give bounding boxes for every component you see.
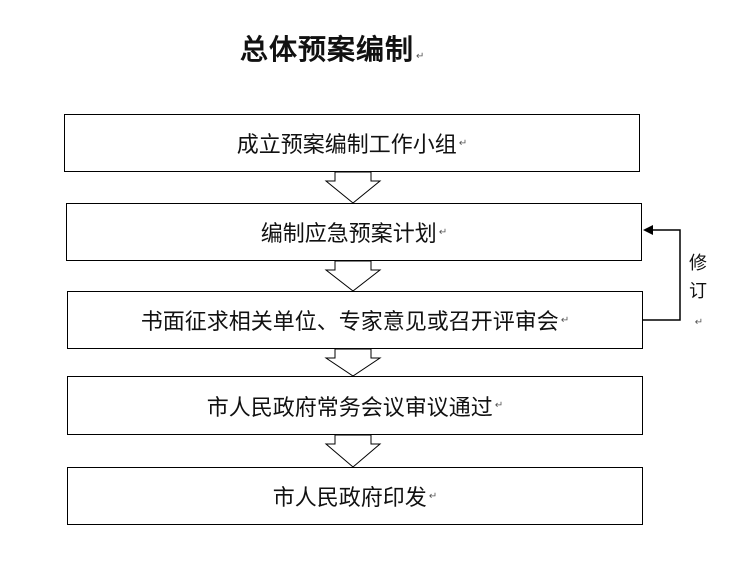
- step-box-5: 市人民政府印发↵: [67, 467, 643, 525]
- revision-label: 修 订↵: [686, 250, 710, 337]
- step-box-3: 书面征求相关单位、专家意见或召开评审会↵: [67, 291, 643, 349]
- diagram-title: 总体预案编制↵: [240, 28, 425, 68]
- revision-char-2: 订↵: [689, 281, 707, 328]
- paragraph-mark-icon: ↵: [416, 51, 426, 62]
- down-arrow-icon: [324, 348, 382, 377]
- step-box-2: 编制应急预案计划↵: [66, 203, 642, 261]
- step-label-5: 市人民政府印发: [272, 486, 427, 511]
- down-arrow-icon: [324, 260, 382, 292]
- step-box-4: 市人民政府常务会议审议通过↵: [67, 376, 643, 435]
- revision-loop-line: [643, 229, 681, 321]
- down-arrow-icon: [324, 434, 382, 468]
- step-label-2: 编制应急预案计划: [260, 222, 437, 247]
- step-label-1: 成立预案编制工作小组: [236, 133, 457, 158]
- paragraph-mark-icon: ↵: [428, 490, 438, 502]
- paragraph-mark-icon: ↵: [494, 400, 504, 411]
- diagram-title-text: 总体预案编制: [240, 33, 415, 66]
- paragraph-mark-icon: ↵: [560, 314, 570, 326]
- step-label-3: 书面征求相关单位、专家意见或召开评审会: [140, 310, 559, 335]
- paragraph-mark-icon: ↵: [458, 137, 468, 149]
- step-box-1: 成立预案编制工作小组↵: [64, 114, 640, 172]
- step-label-4: 市人民政府常务会议审议通过: [206, 395, 493, 421]
- left-arrowhead-icon: [643, 225, 653, 235]
- paragraph-mark-icon: ↵: [438, 226, 448, 238]
- revision-char-1: 修: [689, 253, 707, 274]
- down-arrow-icon: [324, 171, 382, 204]
- paragraph-mark-icon: ↵: [694, 317, 704, 328]
